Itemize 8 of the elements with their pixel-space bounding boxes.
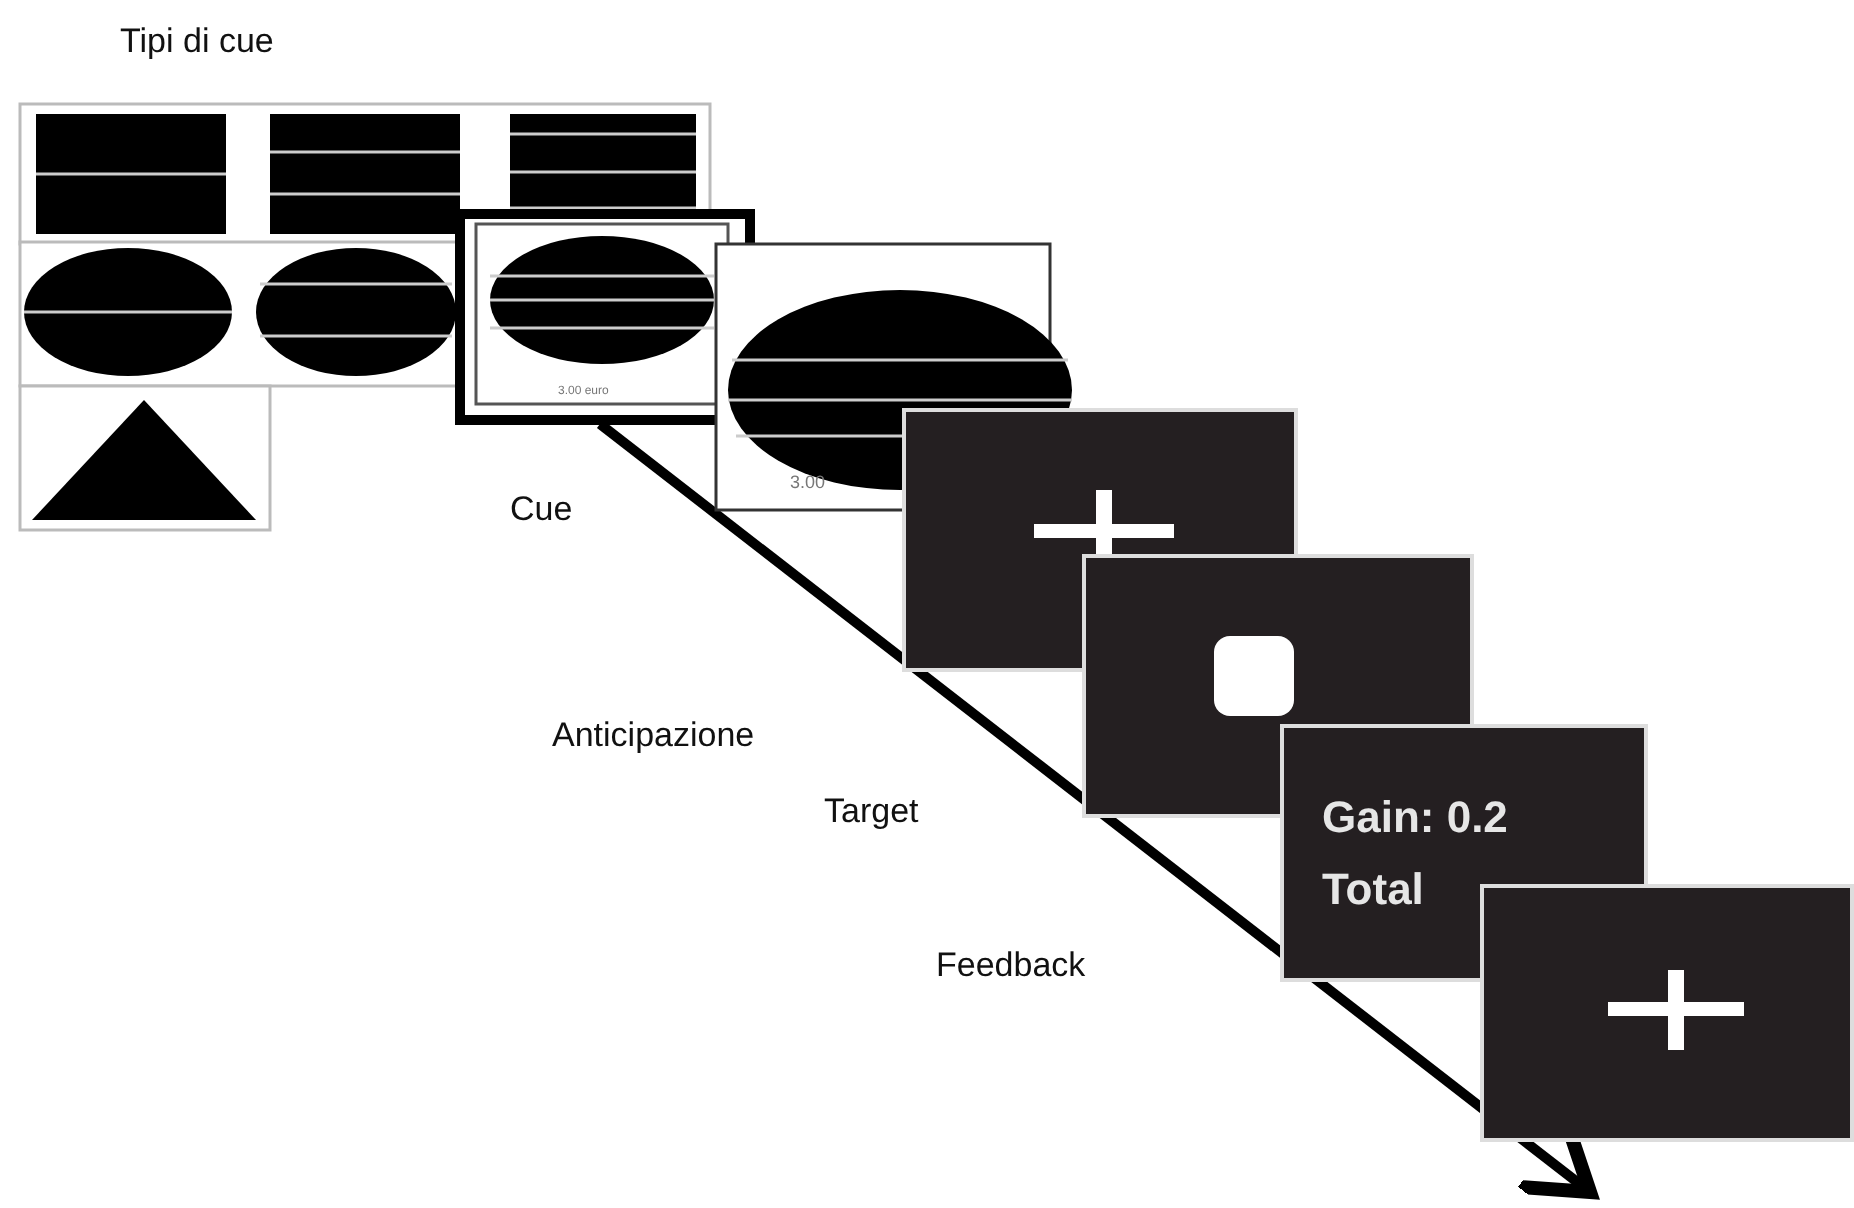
phase-label: Cue [510,492,573,526]
title-label: Tipi di cue [120,24,274,58]
total-text: Total [1322,868,1424,912]
amount-label: 3.00 [790,474,826,492]
phase-label: Anticipazione [552,718,755,752]
phase-label: Feedback [936,948,1086,982]
gain-text: Gain: 0.2 [1322,796,1508,840]
phase-label: Target [824,794,919,828]
